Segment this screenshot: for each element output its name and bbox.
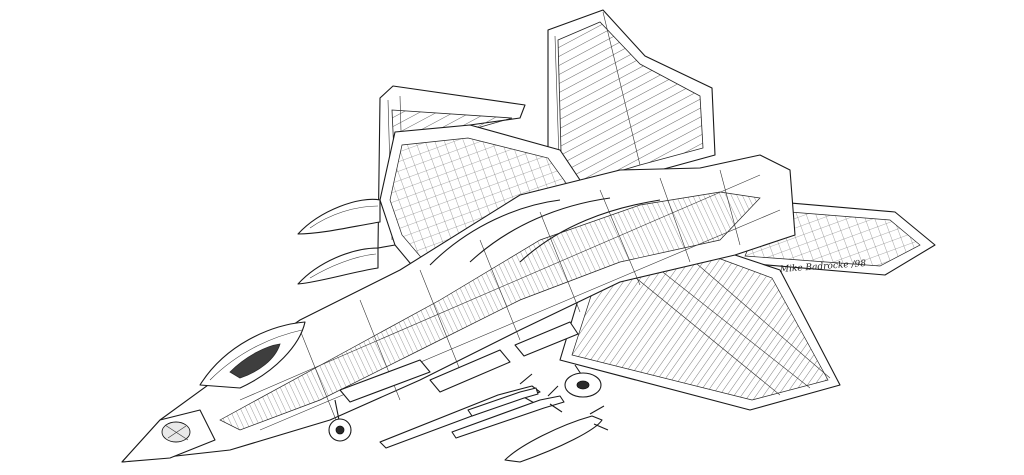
guided-bomb: [504, 405, 609, 463]
weapons-load: [379, 373, 609, 463]
main-landing-gear: [564, 364, 602, 398]
external-tanks: [297, 198, 381, 285]
weapons-bay-doors: [339, 321, 579, 403]
nose-radome: [121, 409, 216, 463]
nose-landing-gear: [328, 399, 352, 442]
right-vertical-tail: [547, 9, 716, 201]
missile-3: [467, 387, 539, 417]
right-wing: [559, 249, 841, 411]
missile-2: [451, 385, 565, 439]
cockpit-canopy: [199, 321, 306, 389]
